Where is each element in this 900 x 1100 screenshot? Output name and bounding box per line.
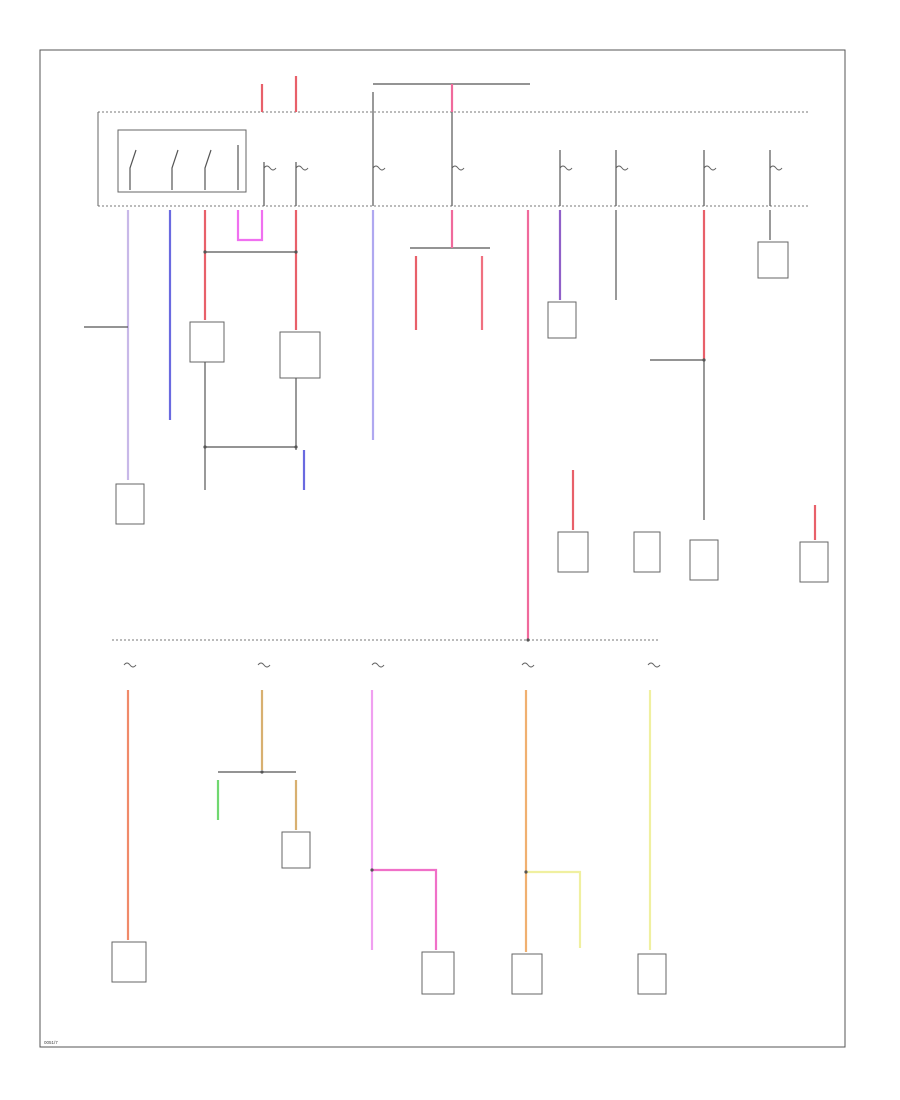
fuse-icon [615,150,629,206]
lower-fuses [123,662,661,668]
connector-far-right-top [757,241,789,279]
connector-mid-right-4 [799,541,829,583]
fuse-icon [451,112,465,206]
fuse-icon [257,662,271,668]
fuse-icon [263,162,277,206]
diagram-frame [39,49,846,1048]
top-fuses [263,112,783,206]
fuse-icon [295,162,309,206]
connector-lower-1 [111,941,147,983]
fuse-icon [372,112,386,206]
connector-instrument-panel [547,301,577,339]
connector-lower-3 [421,951,455,995]
fuse-icon [559,150,573,206]
connector-mid-right-2 [633,531,661,573]
connector-lower-5 [637,953,667,995]
fuse-icon [371,662,385,668]
connector-mid-right-3 [689,539,719,581]
fuse-icon [703,150,717,206]
splice-points [203,250,706,874]
top-fuse-box [97,111,810,207]
fuse-icon [521,662,535,668]
connector-left-module [115,483,145,525]
battery-junction-relay [117,129,247,193]
fuse-icon [123,662,137,668]
fuse-icon [769,150,783,206]
relay-box-left [189,321,225,363]
page-code: 0051/7 [44,1040,58,1045]
connector-lower-4 [511,953,543,995]
connector-lower-2 [281,831,311,869]
relay-box-right [279,331,321,379]
connector-mid-right-1 [557,531,589,573]
fuse-icon [647,662,661,668]
